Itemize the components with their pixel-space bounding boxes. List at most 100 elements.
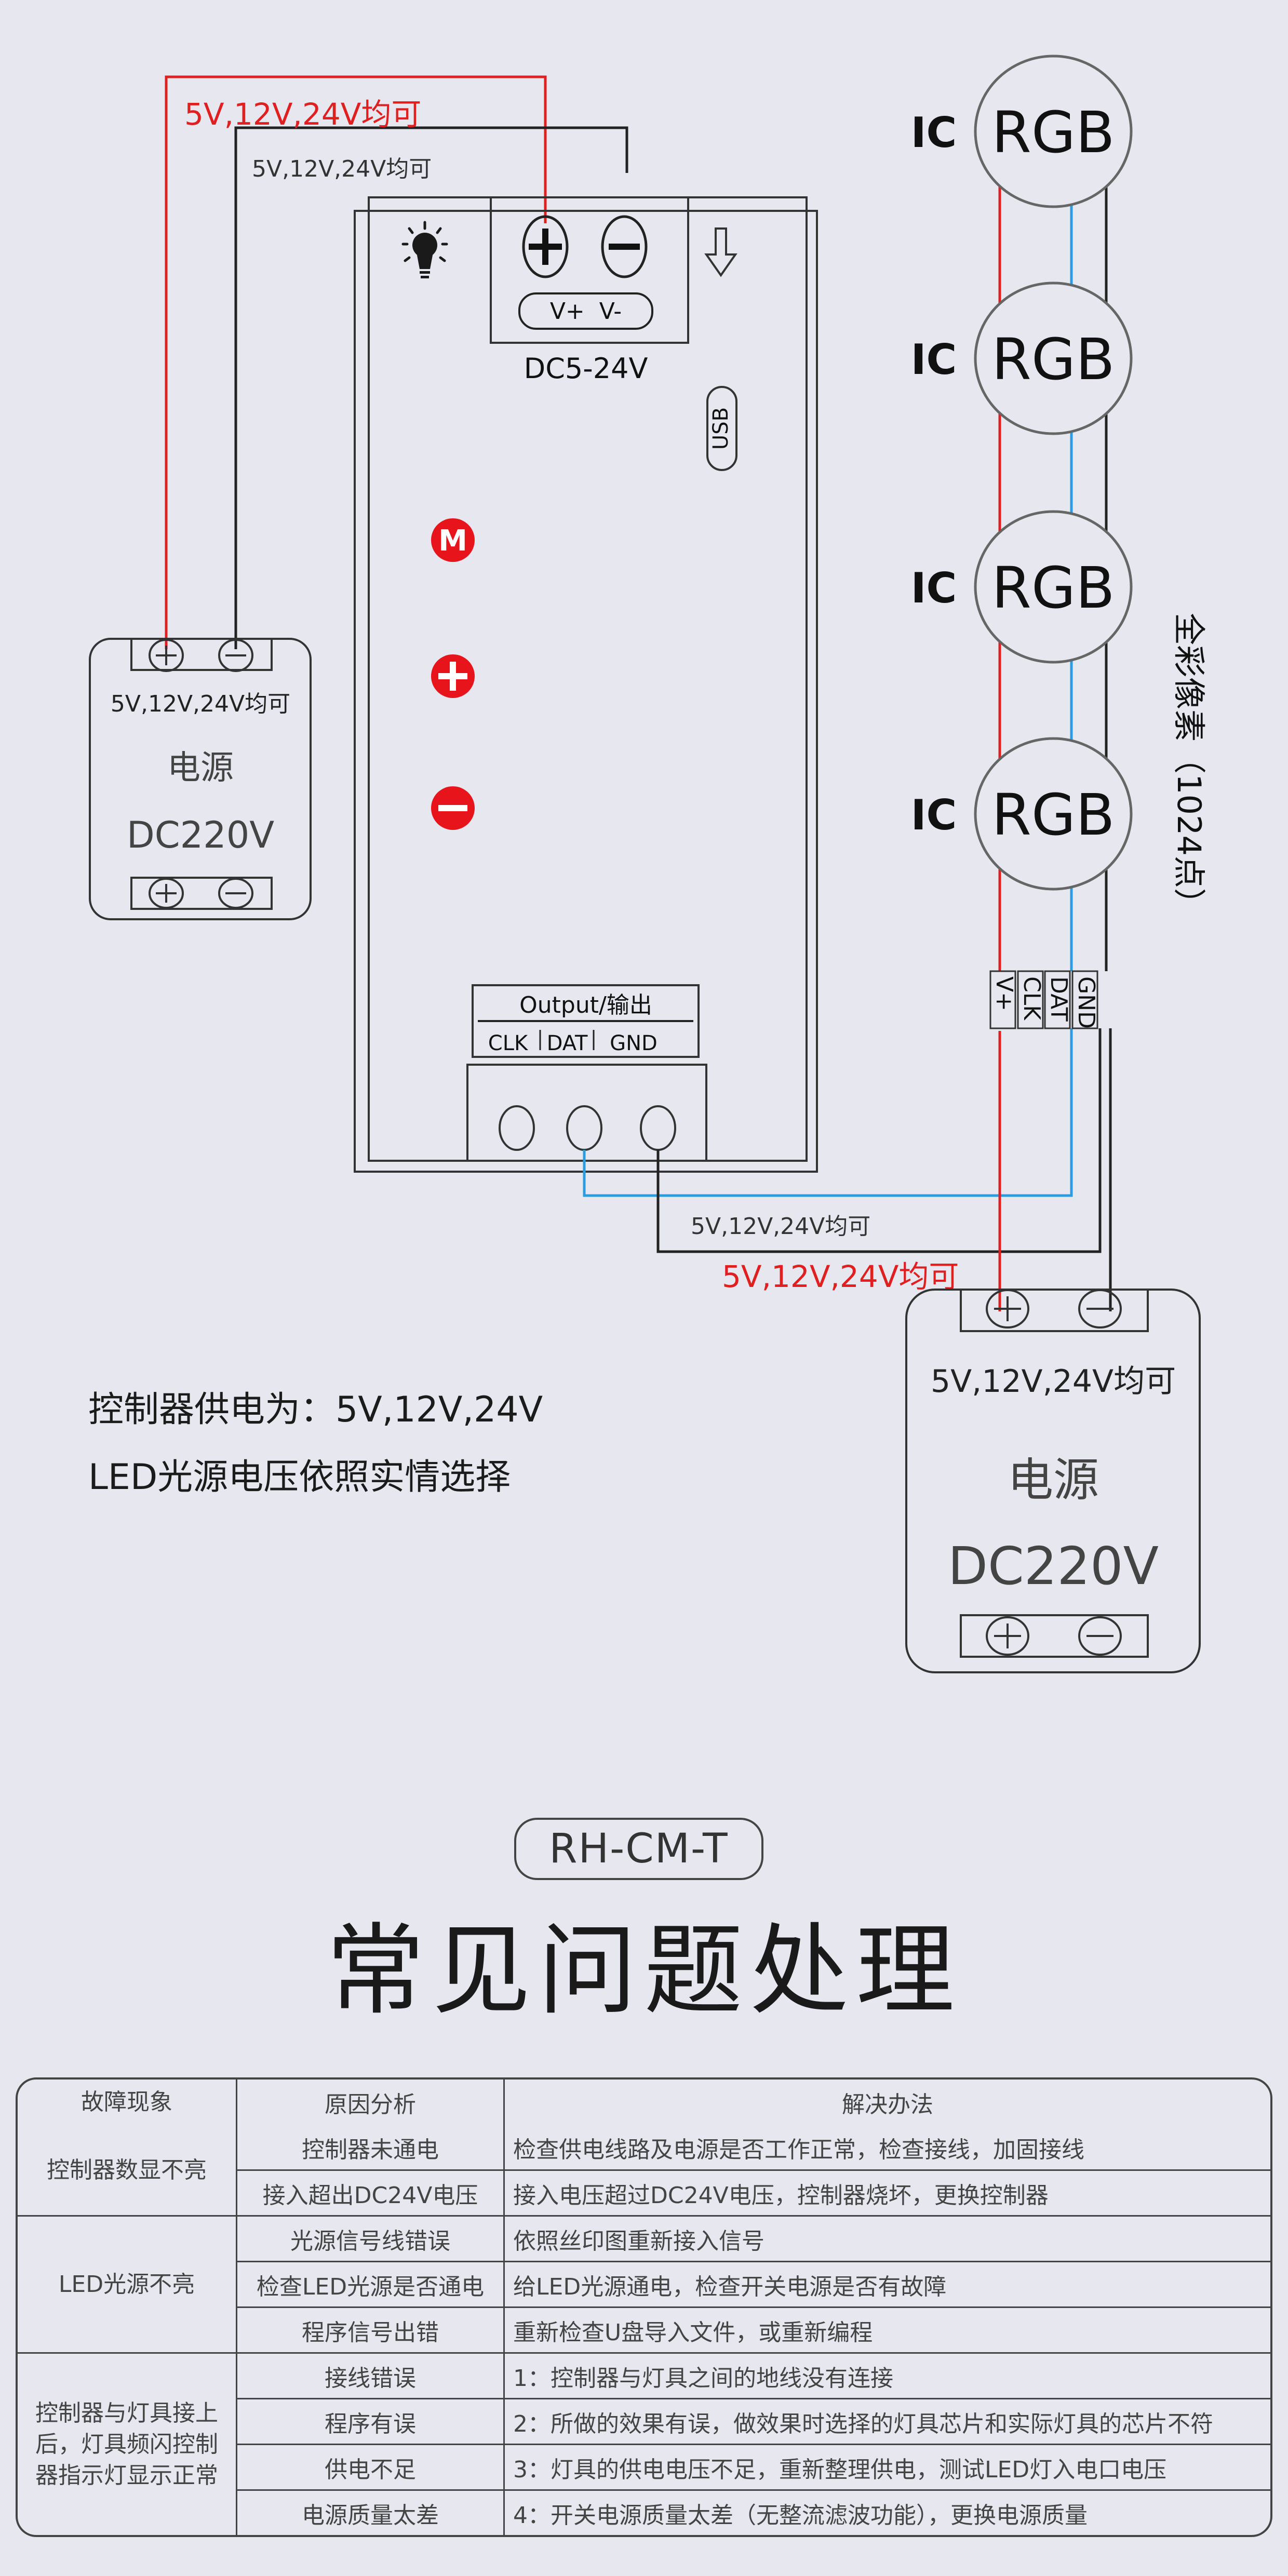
header-cause: 原因分析 (237, 2079, 505, 2125)
controller: V+ V- DC5-24V USB M Output/输出 CLK DAT GN… (354, 196, 818, 1173)
strip-pin-box (1017, 970, 1044, 1029)
input-voltage: DC5-24V (524, 352, 648, 385)
table-header-row: 故障现象 原因分析 解决办法 (18, 2079, 1270, 2125)
ps-right-input-plus-icon (986, 1616, 1029, 1656)
ps-left-input-plus-icon (149, 878, 184, 909)
ps-right-voltage: 5V,12V,24V均可 (931, 1363, 1176, 1400)
cell-symptom: 控制器与灯具接上后，灯具频闪控制器指示灯显示正常 (18, 2354, 237, 2535)
output-title: Output/输出 (519, 992, 652, 1018)
usb-port[interactable] (706, 386, 737, 471)
wiring-diagram: 5V,12V,24V均可 5V,12V,24V均可 (89, 55, 1208, 1673)
pixel-ic-label: IC (911, 564, 957, 612)
fault-table: 故障现象 原因分析 解决办法 控制器数显不亮控制器未通电检查供电线路及电源是否工… (16, 2077, 1272, 2537)
wire-label-red-top: 5V,12V,24V均可 (184, 97, 421, 132)
ps-left-plus-terminal-icon (149, 639, 184, 672)
terminal-label-pill (518, 292, 653, 330)
strip-pin-label: CLK (1018, 976, 1045, 1021)
ps-left-voltage: 5V,12V,24V均可 (111, 691, 290, 717)
minus-terminal-icon (601, 215, 648, 278)
output-terminal (466, 1064, 707, 1162)
pixel-led-circle (974, 55, 1133, 208)
strip-pin-box (989, 970, 1016, 1029)
pixel-led-circle (974, 510, 1133, 664)
cell-cause: 程序信号出错 (237, 2308, 505, 2354)
wire-label-red-bottom: 5V,12V,24V均可 (722, 1259, 959, 1294)
pixel: IC RGB (911, 281, 1133, 435)
output-pin-gnd: GND (610, 1031, 658, 1055)
minus-button[interactable] (431, 786, 475, 830)
table-row: 程序信号出错重新检查U盘导入文件，或重新编程 (18, 2308, 1270, 2354)
strip-pin-box (1071, 970, 1098, 1029)
power-supply-left: 5V,12V,24V均可 电源 DC220V (89, 638, 312, 920)
cell-cause: 电源质量太差 (237, 2491, 505, 2535)
table-row: 接入超出DC24V电压接入电压超过DC24V电压，控制器烧坏，更换控制器 (18, 2171, 1270, 2217)
wire-ps-left-positive (165, 75, 547, 649)
output-screw-gnd (640, 1105, 676, 1151)
cell-cause: 供电不足 (237, 2445, 505, 2491)
pixel-rgb-label: RGB (991, 99, 1115, 166)
cell-fix: 1：控制器与灯具之间的地线没有连接 (505, 2354, 1270, 2399)
power-supply-right: 5V,12V,24V均可 电源 DC220V (905, 1289, 1201, 1673)
controller-outer (354, 210, 818, 1173)
ps-left-name: 电源 (167, 749, 234, 787)
output-screw-clk (499, 1105, 535, 1151)
pixel: IC RGB (911, 55, 1133, 208)
cell-cause: 检查LED光源是否通电 (237, 2262, 505, 2308)
pixel-caption: 全彩像素（1024点） (1170, 613, 1208, 920)
pixel-rgb-label: RGB (991, 782, 1115, 848)
wire-data (583, 1028, 1073, 1197)
ps-right-name: 电源 (1008, 1453, 1099, 1507)
table-row: 电源质量太差 4：开关电源质量太差（无整流滤波功能），更换电源质量 (18, 2491, 1270, 2535)
pixel-ic-label: IC (911, 791, 957, 839)
light-bulb-icon (401, 221, 448, 278)
pixel-ic-label: IC (911, 109, 957, 157)
wire-label-black-bottom: 5V,12V,24V均可 (691, 1213, 870, 1240)
pixel: IC RGB (911, 737, 1133, 891)
output-screw-dat (566, 1105, 602, 1151)
input-arrow-down-icon (704, 227, 737, 277)
ps-right-input-minus-icon (1078, 1616, 1122, 1656)
plus-button[interactable] (431, 654, 475, 698)
cell-cause: 接线错误 (237, 2354, 505, 2399)
cell-cause: 接入超出DC24V电压 (237, 2171, 505, 2217)
cell-fix: 2：所做的效果有误，做效果时选择的灯具芯片和实际灯具的芯片不符 (505, 2399, 1270, 2445)
table-row: 检查LED光源是否通电给LED光源通电，检查开关电源是否有故障 (18, 2262, 1270, 2308)
output-label-box (472, 984, 700, 1058)
ps-right-rating: DC220V (948, 1536, 1159, 1596)
cell-symptom: LED光源不亮 (18, 2217, 237, 2354)
cell-symptom: 控制器数显不亮 (18, 2125, 237, 2217)
table-row: 控制器数显不亮控制器未通电检查供电线路及电源是否工作正常，检查接线，加固接线 (18, 2125, 1270, 2217)
header-symptom: 故障现象 (18, 2079, 237, 2125)
strip-pin-label: DAT (1045, 976, 1072, 1022)
ps-left-minus-terminal-icon (218, 639, 253, 672)
ps-right-minus-terminal-icon (1078, 1289, 1122, 1329)
wire-label-black-top: 5V,12V,24V均可 (252, 156, 432, 182)
wire-ps-left-negative (234, 126, 628, 649)
model-badge: RH-CM-T (514, 1818, 763, 1880)
section-title: 常见问题处理 (326, 1913, 962, 2028)
pixel-chain: IC RGB IC RGB IC RGB IC RGB (911, 55, 1133, 891)
terminal-labels: V+ V- (550, 298, 622, 325)
mode-button[interactable]: M (431, 518, 475, 562)
cell-cause: 控制器未通电 (237, 2125, 505, 2171)
notes: 控制器供电为：5V,12V,24V LED光源电压依照实情选择 (88, 1376, 543, 1511)
pixel-rgb-label: RGB (991, 326, 1115, 393)
table-row: LED光源不亮光源信号线错误依照丝印图重新接入信号 (18, 2217, 1270, 2354)
output-pin-clk: CLK (488, 1031, 529, 1055)
ps-right-plus-terminal-icon (986, 1289, 1029, 1329)
pixel-rgb-label: RGB (991, 555, 1115, 621)
output-pin-dat: DAT (547, 1031, 588, 1055)
cell-fix: 给LED光源通电，检查开关电源是否有故障 (505, 2262, 1270, 2308)
pixel-led-circle (974, 737, 1133, 891)
cell-fix: 3：灯具的供电电压不足，重新整理供电，测试LED灯入电口电压 (505, 2445, 1270, 2491)
note-controller-supply: 控制器供电为：5V,12V,24V (88, 1389, 543, 1430)
mode-button-label: M (438, 524, 467, 558)
cell-fix: 4：开关电源质量太差（无整流滤波功能），更换电源质量 (513, 2502, 1088, 2529)
strip-pin-label: GND (1073, 976, 1099, 1029)
ps-left-input-minus-icon (218, 878, 253, 909)
cell-fix: 重新检查U盘导入文件，或重新编程 (505, 2308, 1270, 2354)
pixel-ic-label: IC (911, 336, 957, 384)
